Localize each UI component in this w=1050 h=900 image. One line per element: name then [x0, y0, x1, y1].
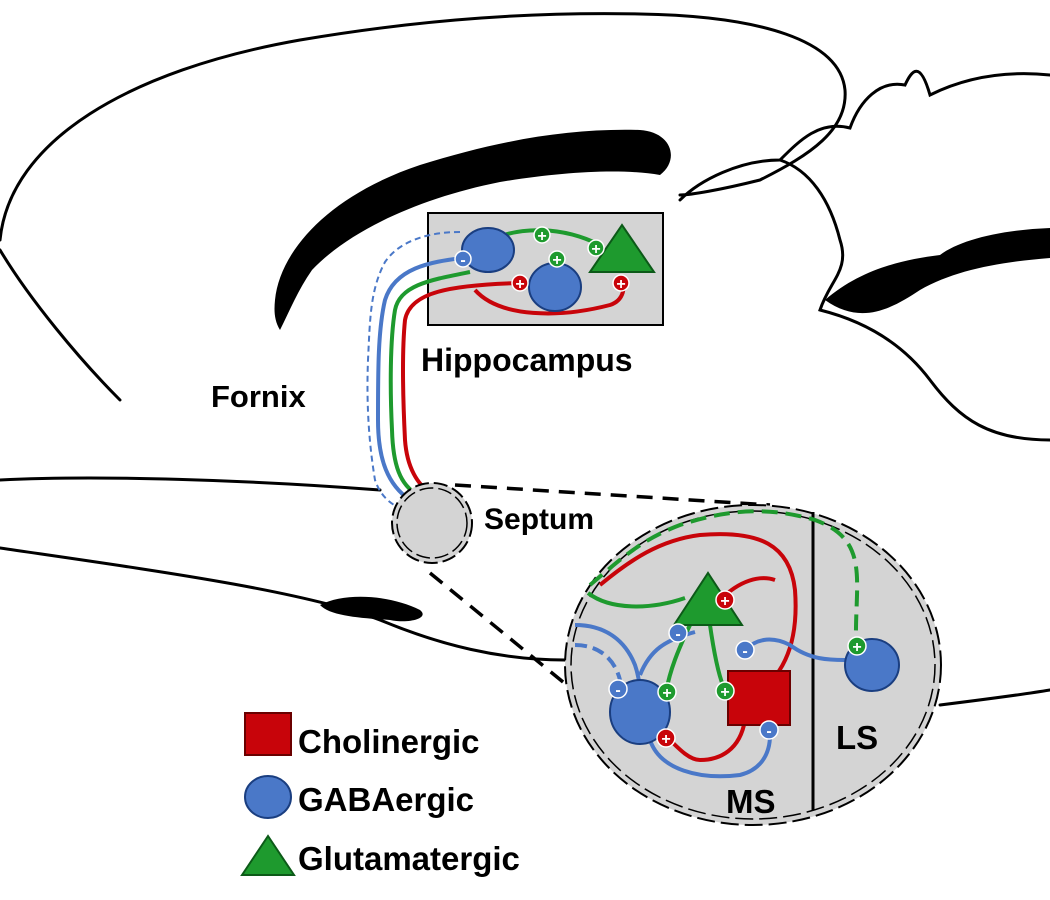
- hippo-gabaergic-cell-2: [528, 262, 582, 312]
- corpus-callosum: [274, 129, 671, 330]
- legend-glutamatergic-triangle: [240, 834, 296, 876]
- sign-inhib: -: [766, 723, 771, 740]
- septum-label: Septum: [484, 503, 595, 536]
- zoom-line-bottom: [428, 571, 587, 702]
- sign-exc: +: [720, 684, 729, 701]
- septum-zoom: [564, 504, 942, 826]
- septum-green-entry: [586, 591, 686, 609]
- legend-cholinergic-label: Cholinergic: [298, 723, 480, 760]
- septum-circle-inner: [396, 487, 468, 559]
- synapse-exc-hippo-1: +: [533, 226, 551, 245]
- legend-cholinergic-square: [244, 712, 292, 756]
- sign-exc: +: [552, 252, 561, 269]
- lateral-septum-label: LS: [836, 719, 879, 756]
- zoom-line-top: [454, 483, 771, 507]
- septum-blue-gaba-to-ach: [648, 734, 772, 779]
- lower-outline-right: [938, 688, 1050, 707]
- synapse-exc-hippo-2: +: [587, 239, 605, 258]
- synapse-exc-septum-red-gaba: +: [656, 728, 676, 748]
- cortex-outline: [0, 12, 847, 242]
- sign-exc: +: [537, 228, 546, 245]
- legend-glutamatergic-label: Glutamatergic: [298, 840, 520, 877]
- sign-inhib: -: [742, 643, 747, 660]
- synapse-exc-septum-red-glut: +: [715, 590, 735, 610]
- legend-gabaergic-circle: [244, 775, 292, 819]
- septum-blue-to-ls: [743, 637, 846, 662]
- synapse-inhib-septum-gaba: -: [608, 679, 628, 699]
- septum-circle: [391, 482, 473, 564]
- sign-exc: +: [515, 276, 524, 293]
- synapse-exc-hippo-red-1: +: [511, 274, 529, 293]
- legend-symbols: [240, 712, 296, 876]
- sign-exc: +: [591, 241, 600, 258]
- legend-gabaergic-label: GABAergic: [298, 781, 475, 818]
- hippocampus-label: Hippocampus: [421, 342, 633, 378]
- fornix-label: Fornix: [211, 379, 306, 414]
- ventricle-right: [825, 228, 1050, 314]
- synapse-inhib-hippo-1: -: [454, 250, 472, 269]
- synapse-inhib-septum-glut: -: [668, 623, 688, 643]
- lower-outline-left: [0, 546, 567, 662]
- synapse-markers: - + + + + + + - - + - + + + -: [454, 226, 867, 748]
- synapse-exc-septum-ach: +: [715, 681, 735, 701]
- sign-exc: +: [661, 731, 670, 748]
- sign-exc: +: [852, 639, 861, 656]
- synapse-exc-septum-gaba: +: [657, 682, 677, 702]
- septum-gabaergic-cell-ms: [609, 679, 671, 745]
- synapse-exc-hippo-red-2: +: [612, 274, 630, 293]
- synapse-exc-hippo-3: +: [548, 250, 566, 269]
- synapse-exc-septum-ls: +: [847, 636, 867, 656]
- synapse-inhib-septum-ach: -: [759, 720, 779, 740]
- fornix-fibers: [366, 231, 521, 511]
- brainstem-outline: [0, 476, 382, 492]
- sign-inhib: -: [460, 252, 465, 269]
- septum-red-ach-to-gaba: [668, 719, 747, 763]
- fornix-green: [388, 270, 471, 497]
- anterior-commissure: [320, 596, 423, 622]
- sign-exc: +: [720, 593, 729, 610]
- sign-exc: +: [662, 685, 671, 702]
- hippo-gabaergic-cell-1: [461, 227, 515, 273]
- synapse-inhib-septum-ls-axon: -: [735, 640, 755, 660]
- cortex-inner-outline: [0, 248, 122, 402]
- sign-exc: +: [616, 276, 625, 293]
- cerebellum-inner-outline: [778, 158, 1050, 442]
- septum-cholinergic-cell: [727, 670, 791, 726]
- septum-blue-dashed: [574, 643, 622, 681]
- septum-green-dashed: [588, 509, 860, 641]
- septum-zoom-ellipse: [564, 504, 942, 826]
- sign-inhib: -: [615, 682, 620, 699]
- fornix-blue: [375, 256, 463, 502]
- cerebellum-outline: [678, 69, 1050, 202]
- hippocampus-region: [427, 212, 664, 326]
- medial-septum-label: MS: [726, 783, 776, 820]
- hippo-glutamatergic-cell: [588, 223, 656, 273]
- fornix-dashed-blue: [366, 231, 461, 511]
- sign-inhib: -: [675, 626, 680, 643]
- fornix-red: [401, 281, 521, 494]
- septum-red-loop: [598, 532, 798, 682]
